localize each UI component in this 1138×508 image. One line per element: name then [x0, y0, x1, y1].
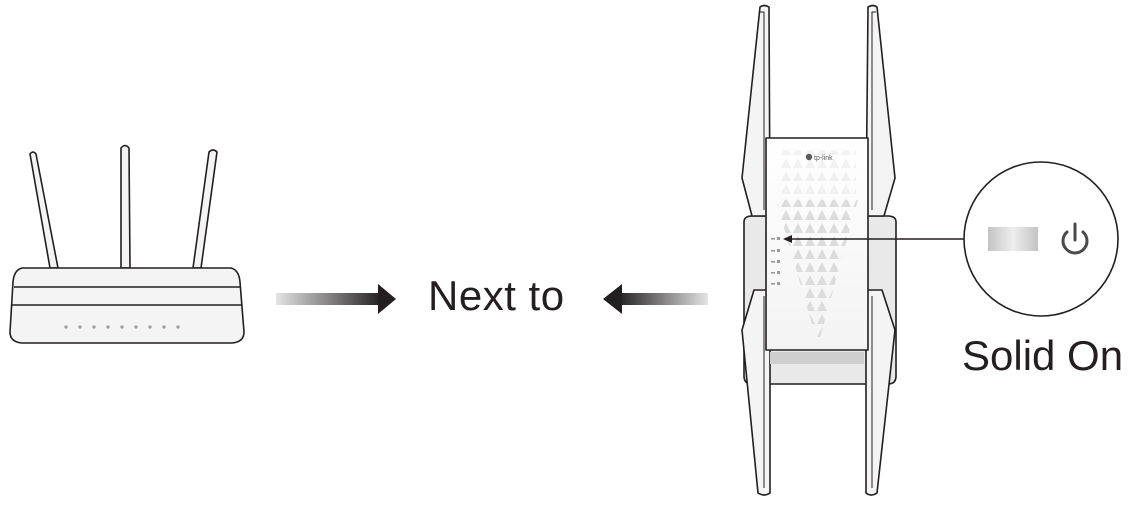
power-led-callout [963, 161, 1119, 317]
range-extender-icon: tp-link [741, 4, 897, 496]
led-status-label: Solid On [962, 332, 1124, 379]
power-icon [1061, 222, 1089, 255]
extender-antenna-bottom-right [865, 289, 896, 496]
router-leds [64, 325, 180, 329]
arrow-right [276, 284, 396, 314]
router-antenna-middle [120, 144, 131, 269]
extender-antenna-bottom-left [741, 289, 771, 496]
arrow-left [603, 284, 708, 314]
extender-antenna-top-right [865, 4, 896, 217]
tp-link-logo: tp-link [805, 153, 833, 162]
router-antenna-left [29, 151, 59, 269]
extender-led-column [771, 237, 780, 285]
power-led-indicator [988, 227, 1038, 251]
next-to-label: Next to [428, 272, 565, 319]
svg-text:tp-link: tp-link [814, 155, 833, 162]
router-icon [9, 144, 245, 344]
callout-leader [783, 235, 966, 243]
router-antenna-right [192, 149, 218, 269]
extender-antenna-top-left [741, 4, 771, 217]
